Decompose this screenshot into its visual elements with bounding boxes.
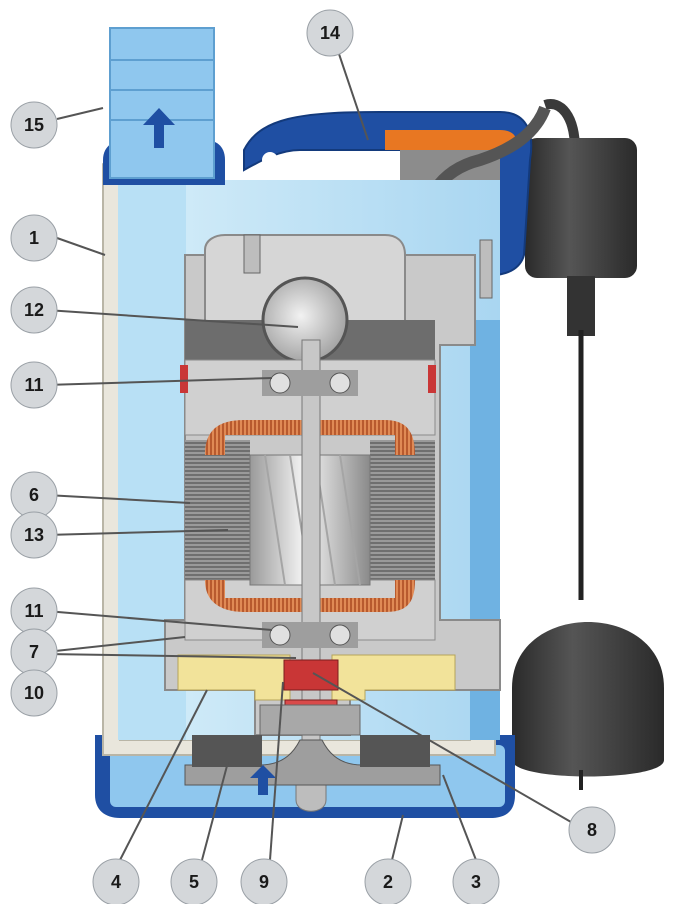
- callout-5: 5: [170, 858, 218, 904]
- callout-1: 1: [10, 214, 58, 262]
- callout-10-label: 10: [24, 683, 44, 703]
- lower-bearing: [262, 622, 358, 648]
- callout-14: 14: [306, 9, 354, 57]
- callout-12-label: 12: [24, 300, 44, 320]
- rotor-skew: [264, 454, 361, 586]
- callout-8: 8: [568, 806, 616, 854]
- callout-15-label: 15: [24, 115, 44, 135]
- winding-bottom: [205, 580, 415, 612]
- callout-11-lower-label: 11: [24, 601, 43, 621]
- impeller: [184, 735, 441, 795]
- callout-8-label: 8: [587, 820, 597, 840]
- callout-13-label: 13: [24, 525, 44, 545]
- oil-chamber: [177, 654, 456, 736]
- upper-bearing: [262, 370, 358, 396]
- bearings: [262, 370, 358, 648]
- callout-15: 15: [10, 101, 58, 149]
- outlet-pipe: [109, 27, 215, 179]
- callout-3-label: 3: [471, 872, 481, 892]
- callout-11-lower: 11: [10, 587, 58, 635]
- callout-12: 12: [10, 286, 58, 334]
- seal-holder: [259, 704, 361, 736]
- top-screw-right: [479, 239, 493, 299]
- float-cable-guide: [525, 138, 637, 278]
- top-screw-left: [243, 234, 261, 274]
- callout-9: 9: [240, 858, 288, 904]
- callout-badges: 1 12 11 6 13 11 7 10 15 14 4 5 9 2 3 8: [10, 9, 616, 904]
- impeller-vane-right: [360, 735, 430, 767]
- callout-10: 10: [10, 669, 58, 717]
- leader-lines: [45, 50, 591, 861]
- callout-14-label: 14: [320, 23, 340, 43]
- callout-4-label: 4: [111, 872, 121, 892]
- callout-6: 6: [10, 471, 58, 519]
- callout-7: 7: [10, 628, 58, 676]
- windings: [205, 420, 415, 612]
- float-body: [512, 622, 664, 777]
- callout-11-upper-label: 11: [24, 375, 43, 395]
- mechanical-seal: [283, 659, 339, 691]
- o-rings: [180, 365, 436, 393]
- float-switch: [512, 99, 664, 790]
- callout-13: 13: [10, 511, 58, 559]
- impeller-vane-left: [192, 735, 262, 767]
- callout-7-label: 7: [29, 642, 39, 662]
- stator-left: [185, 440, 250, 580]
- callout-9-label: 9: [259, 872, 269, 892]
- callout-5-label: 5: [189, 872, 199, 892]
- inlet-arrow-icon: [250, 765, 276, 795]
- discharge-outlet: [103, 27, 225, 740]
- callout-3: 3: [452, 858, 500, 904]
- stator-right: [370, 440, 435, 580]
- callout-4: 4: [92, 858, 140, 904]
- callout-2: 2: [364, 858, 412, 904]
- winding-top: [205, 420, 415, 455]
- callout-11-upper: 11: [10, 361, 58, 409]
- callout-2-label: 2: [383, 872, 393, 892]
- outlet-arrow-icon: [143, 108, 175, 148]
- callout-6-label: 6: [29, 485, 39, 505]
- callout-1-label: 1: [29, 228, 39, 248]
- handle-hole: [262, 152, 278, 168]
- cable-gland-cover: [385, 130, 517, 150]
